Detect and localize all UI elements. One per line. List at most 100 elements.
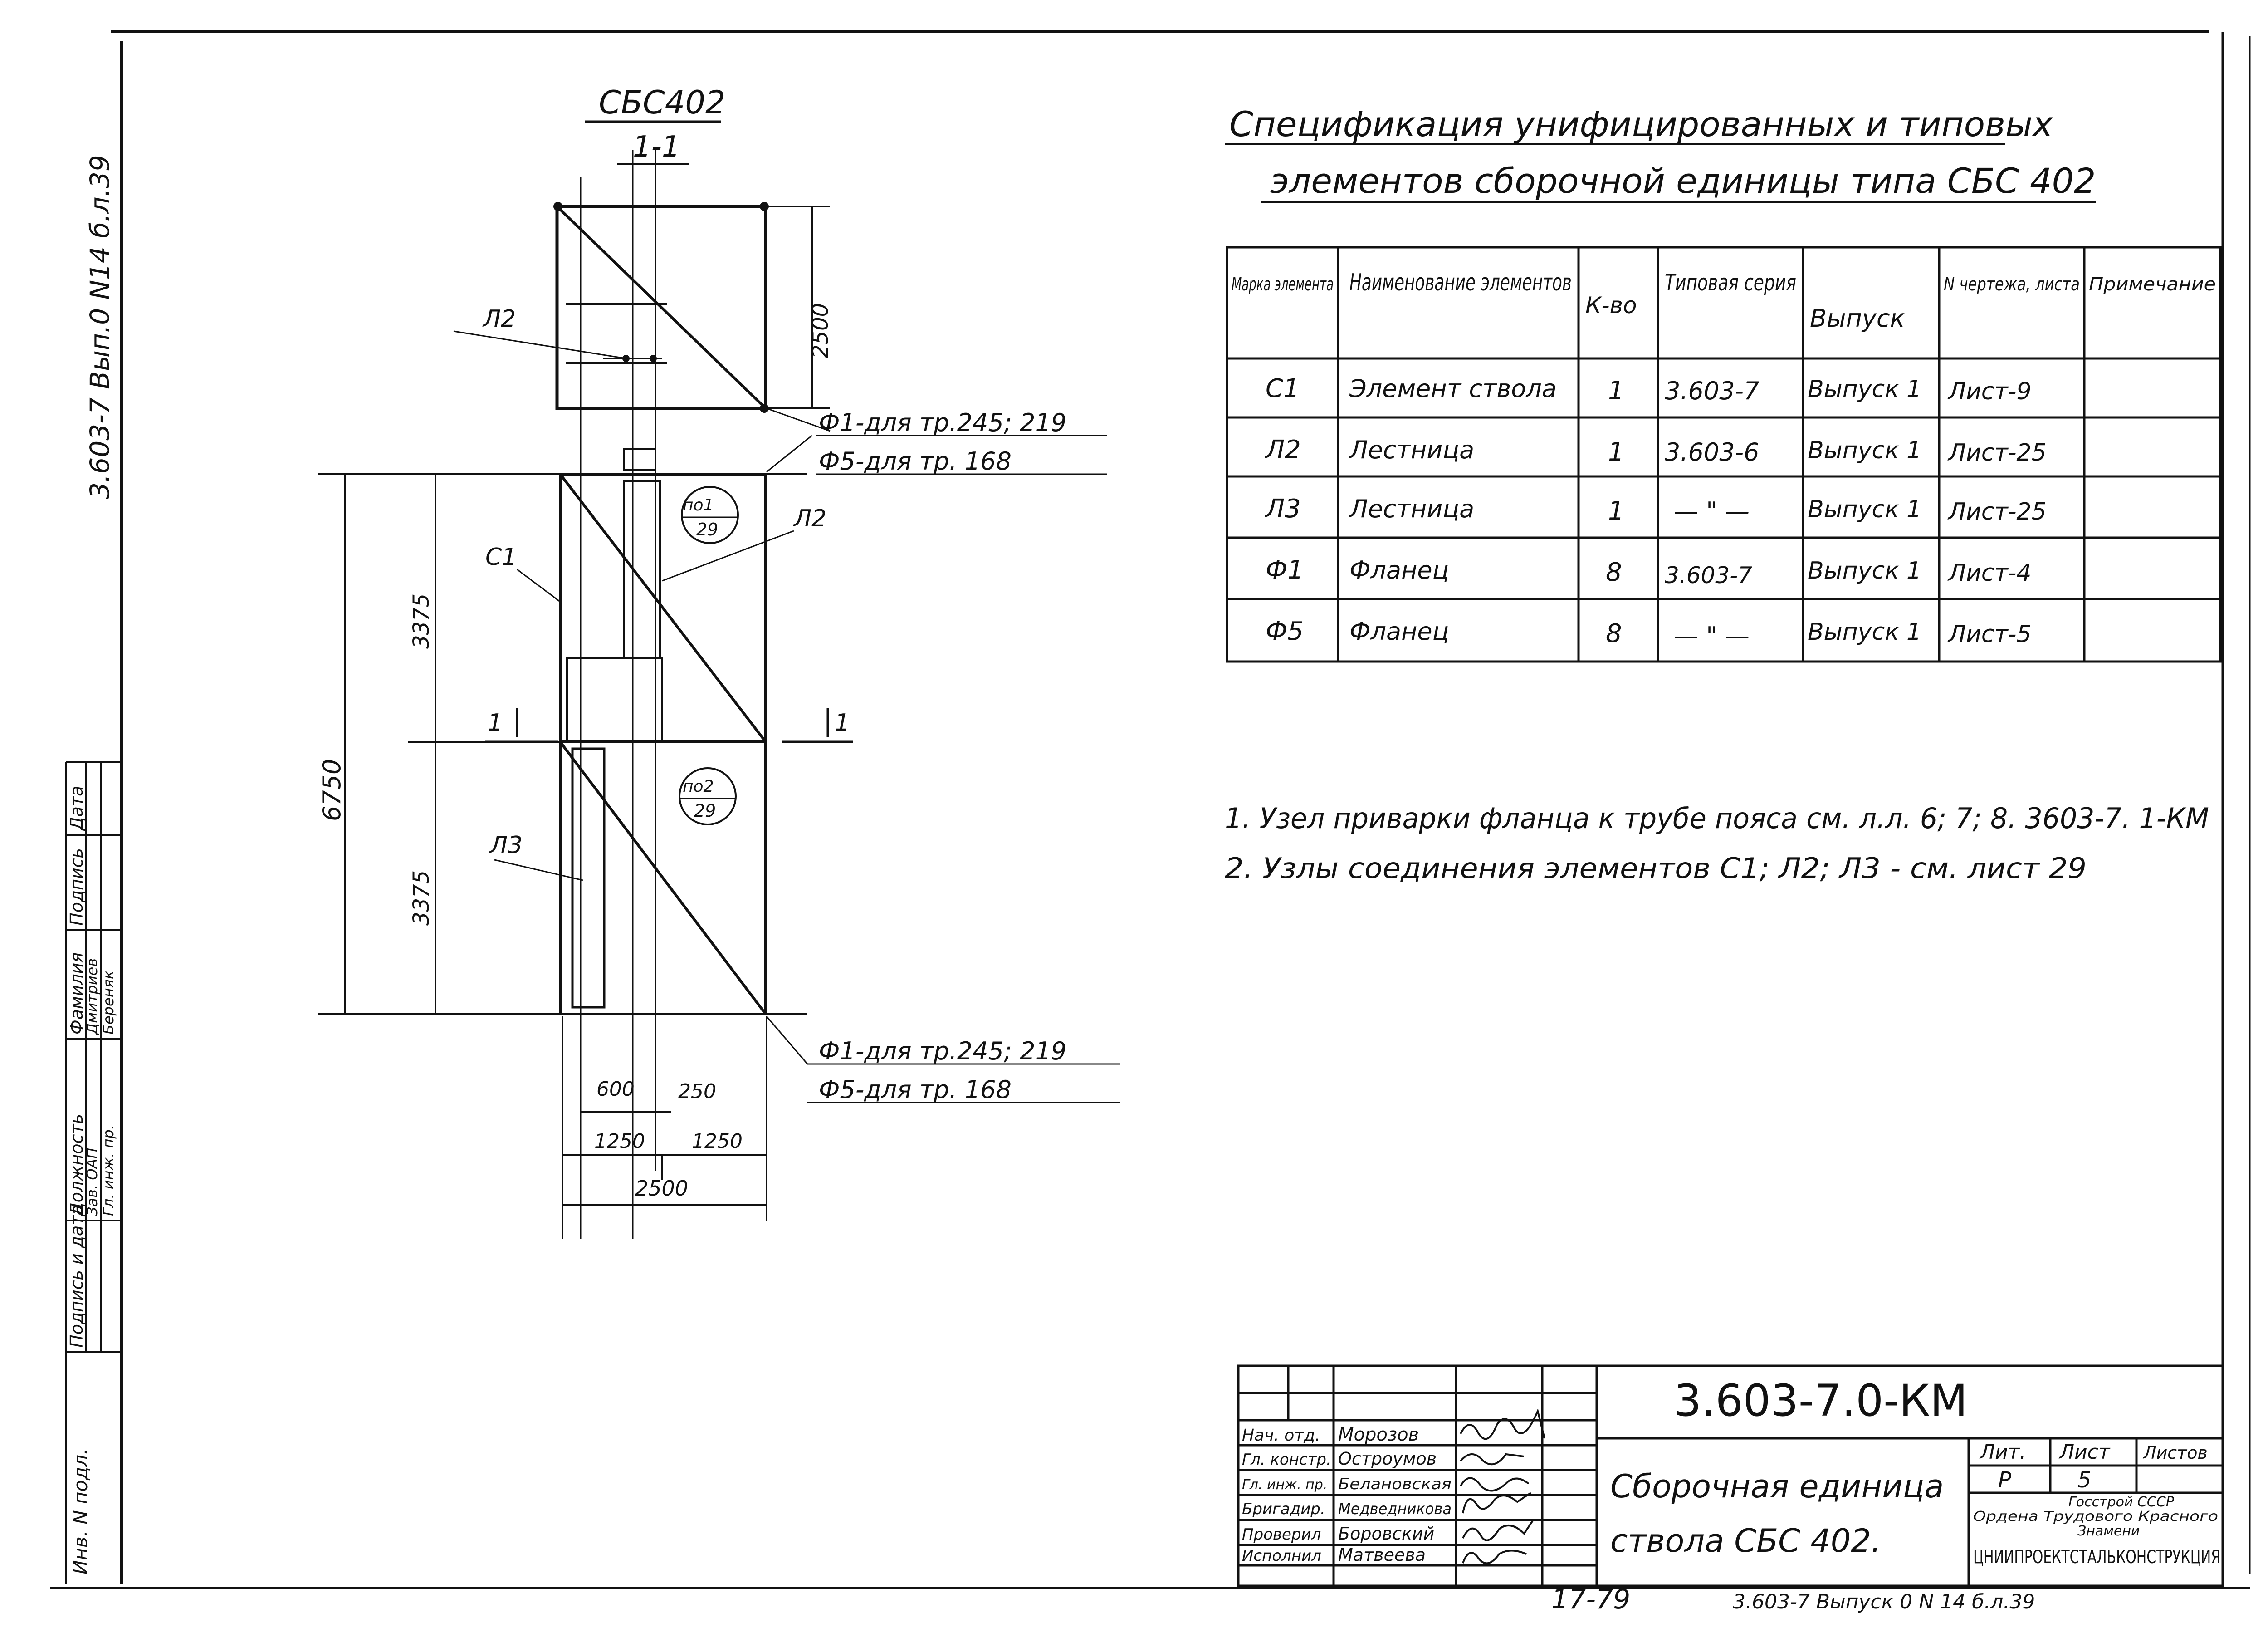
cell-drawing: Лист-5 [1947,621,2032,648]
person-name-6: Матвеева [1338,1545,1426,1565]
flange-upper-1: Ф1-для тр.245; 219 [819,408,1066,437]
flange-callout-lines [807,435,1120,1103]
dim-half-left: 1250 [594,1130,645,1153]
person-name-5: Боровский [1338,1524,1434,1544]
spec-header-drawing: N чертежа, листа [1944,274,2080,295]
cell-qty: 1 [1608,376,1624,406]
cell-drawing: Лист-25 [1947,439,2047,466]
cell-series: 3.603-7 [1665,562,1752,588]
title-sheet-name-1: Сборочная единица [1610,1468,1944,1505]
column-elevation [531,150,807,1239]
title-lit-label: Лит. [1979,1441,2026,1464]
cell-qty: 1 [1608,496,1624,526]
person-role-3: Гл. инж. пр. [1242,1477,1327,1493]
footer-stamp-number: 17-79 [1551,1584,1630,1615]
footer-series: 3.603-7 Выпуск 0 N 14 б.л.39 [1733,1590,2035,1613]
dim-600: 600 [596,1078,635,1101]
cell-mark: Л3 [1265,494,1301,524]
title-sheet-name-2: ствола СБС 402. [1610,1522,1881,1559]
org-line1: Госстрой СССР [2068,1494,2175,1510]
side-stamp-header-date: Дата [67,786,87,831]
spec-header-name: Наименование элементов [1349,269,1572,296]
person-name-4: Медведникова [1338,1500,1452,1518]
cell-drawing: Лист-4 [1947,559,2032,587]
spec-header-series: Типовая серия [1665,270,1796,296]
person-role-2: Гл. констр. [1242,1451,1331,1469]
side-stamp-sign-date-label: Подпись и дата [67,1205,87,1348]
cell-mark: Ф1 [1266,555,1304,585]
cell-qty: 1 [1608,437,1624,467]
title-listov-label: Листов [2142,1443,2208,1463]
dim-lower: 3375 [409,870,434,926]
label-l2-mid: Л2 [793,505,826,532]
cell-issue: Выпуск 1 [1808,618,1921,646]
side-stamp-inv-label: Инв. N подл. [69,1449,92,1575]
cell-qty: 8 [1606,558,1622,587]
title-lit-value: Р [1998,1467,2011,1493]
cell-name: Фланец [1349,617,1449,646]
dim-width: 2500 [635,1176,688,1201]
label-l2-top: Л2 [482,305,516,333]
person-name-3: Белановская [1338,1475,1452,1493]
section-mark-left: 1 [488,709,503,736]
cell-name: Лестница [1349,495,1474,523]
spec-header-issue: Выпуск [1810,304,1905,333]
cell-mark: Ф5 [1266,617,1304,646]
section-marks [485,708,853,743]
side-stamp-surname-2: Береняк [100,970,117,1035]
cell-mark: Л2 [1265,435,1301,465]
cell-qty: 8 [1606,619,1622,648]
side-stamp-surname-1: Дмитриев [83,958,101,1035]
table-row: Л2 Лестница 1 3.603-6 Выпуск 1 Лист-25 [1265,435,2047,467]
spec-header-mark: Марка элемента [1232,274,1334,295]
person-role-5: Проверил [1242,1525,1321,1544]
dim-upper: 3375 [409,593,434,649]
dim-250: 250 [678,1080,716,1103]
node2-bottom: 29 [694,801,716,821]
flange-upper-2: Ф5-для тр. 168 [819,447,1012,476]
cell-name: Лестница [1349,436,1474,464]
org-line2: Ордена Трудового Красного [1973,1509,2218,1525]
label-c1: С1 [485,544,517,571]
node1-top: по1 [683,496,714,515]
node2-top: по2 [683,777,714,796]
side-stamp-header-surname: Фамилия [67,952,87,1035]
cell-series: 3.603-6 [1665,438,1759,466]
side-stamp-position-2: Гл. инж. пр. [100,1125,117,1216]
person-role-6: Исполнил [1242,1547,1321,1565]
spec-header-note: Примечание [2089,274,2216,295]
table-row: С1 Элемент ствола 1 3.603-7 Выпуск 1 Лис… [1266,374,2032,406]
person-name-2: Остроумов [1338,1449,1437,1469]
side-stamp [65,761,122,1584]
table-row: Ф5 Фланец 8 — " — Выпуск 1 Лист-5 [1266,617,2032,650]
dim-half-right: 1250 [692,1130,743,1153]
title-code: 3.603-7.0-КМ [1674,1375,1968,1426]
person-role-4: Бригадир. [1242,1500,1325,1518]
side-stamp-header-position: Должность [67,1114,87,1217]
cell-name: Элемент ствола [1349,374,1557,403]
title-block-grid [1237,1364,2224,1587]
side-stamp-position-1: Зав. ОАП [83,1148,101,1216]
cell-series: 3.603-7 [1665,377,1759,405]
cell-mark: С1 [1266,374,1300,403]
section-label: 1-1 [633,130,680,164]
leader-lines [453,330,831,1064]
cell-issue: Выпуск 1 [1808,496,1921,523]
org-line3: Знамени [2077,1523,2140,1539]
dim-total-height: 6750 [318,759,346,821]
flange-lower-2: Ф5-для тр. 168 [819,1075,1012,1104]
person-role-1: Нач. отд. [1242,1426,1320,1445]
table-row: Ф1 Фланец 8 3.603-7 Выпуск 1 Лист-4 [1266,555,2032,588]
dimension-lines [318,206,830,1239]
cell-series: — " — [1674,497,1750,525]
spec-title-line2: элементов сборочной единицы типа СБС 402 [1270,161,2096,201]
cell-issue: Выпуск 1 [1808,376,1921,403]
label-l3: Л3 [489,832,523,859]
node-callout-1: по1 29 [681,486,739,544]
spec-title-line1: Спецификация унифицированных и типовых [1229,104,2053,144]
flange-lower-1: Ф1-для тр.245; 219 [819,1037,1066,1065]
spec-header-qty: К-во [1585,292,1637,319]
node-callout-2: по2 29 [679,767,737,825]
note-2: 2. Узлы соединения элементов С1; Л2; Л3 … [1225,852,2087,885]
